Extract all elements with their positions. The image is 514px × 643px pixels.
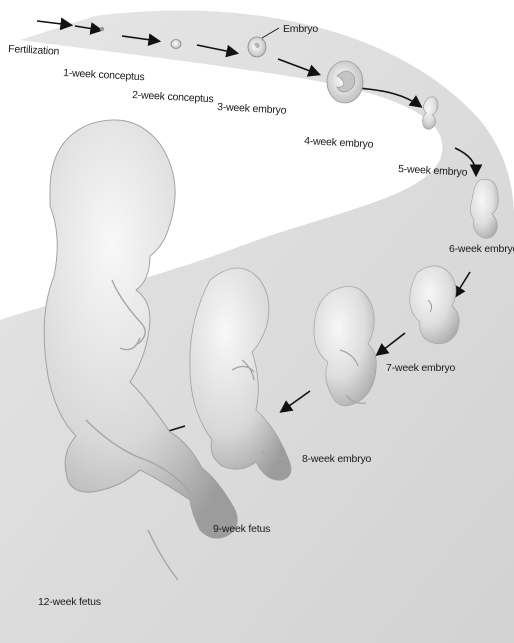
label-week2: 2-week conceptus: [132, 89, 214, 105]
six-week-embryo: [470, 179, 498, 238]
label-week3: 3-week embryo: [217, 101, 287, 117]
label-week8: 8-week embryo: [302, 453, 372, 465]
label-week6: 6-week embryo: [449, 243, 514, 255]
zygote: [100, 27, 104, 31]
label-fertilization: Fertilization: [8, 43, 60, 58]
label-week9: 9-week fetus: [213, 523, 270, 535]
arrow-1: [37, 21, 70, 25]
label-week4: 4-week embryo: [304, 135, 374, 151]
label-week5: 5-week embryo: [398, 163, 468, 179]
label-week1: 1-week conceptus: [63, 67, 145, 83]
label-embryo: Embryo: [283, 23, 318, 35]
two-week-conceptus: [171, 40, 181, 49]
label-week12: 12-week fetus: [38, 596, 101, 608]
label-week7: 7-week embryo: [386, 362, 456, 374]
